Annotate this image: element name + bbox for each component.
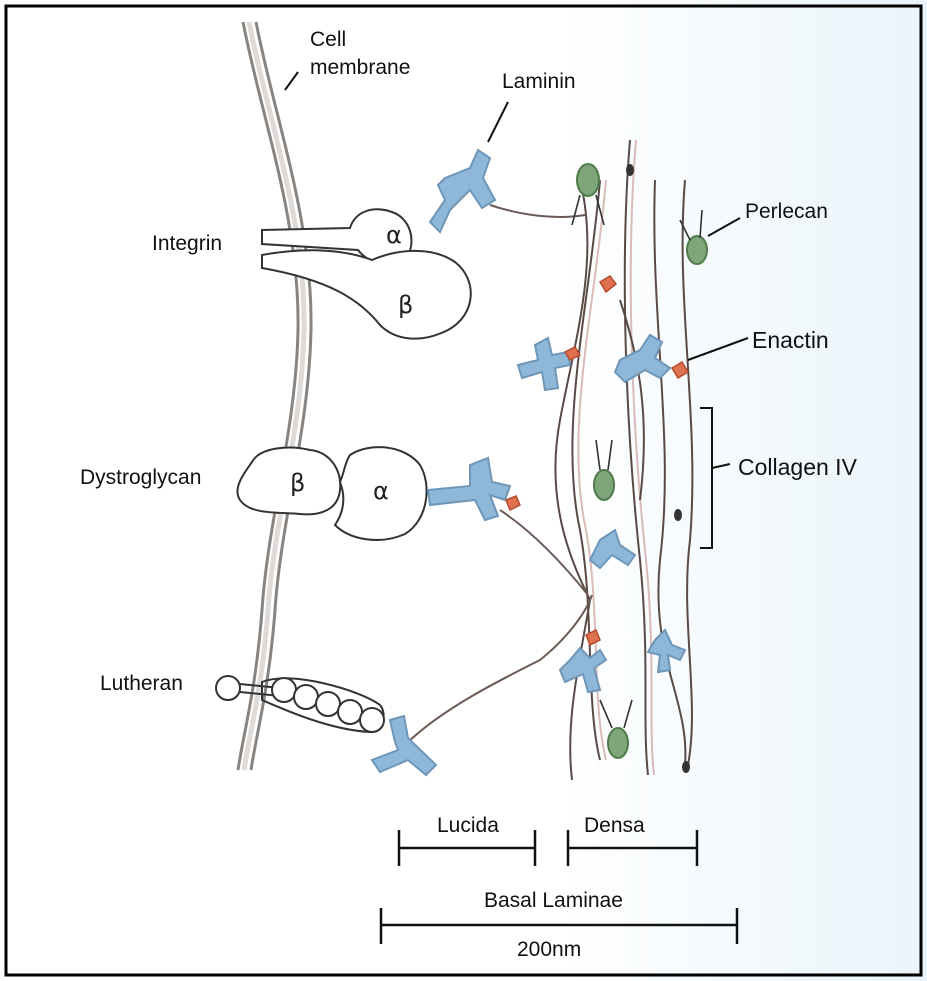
integrin-alpha-glyph: α bbox=[386, 222, 402, 250]
label-lutheran: Lutheran bbox=[100, 672, 183, 696]
label-cell-membrane-line2: membrane bbox=[310, 56, 410, 80]
label-scale-200nm: 200nm bbox=[517, 938, 581, 962]
dystroglycan-alpha-glyph: α bbox=[373, 478, 389, 506]
label-cell-membrane-line1: Cell bbox=[310, 28, 346, 52]
dystroglycan-beta-glyph: β bbox=[290, 470, 305, 498]
perlecan-1 bbox=[577, 164, 599, 196]
integrin-beta-glyph: β bbox=[398, 292, 413, 320]
label-integrin: Integrin bbox=[152, 232, 222, 256]
label-perlecan: Perlecan bbox=[745, 200, 828, 224]
label-densa: Densa bbox=[584, 814, 645, 838]
label-basal-laminae: Basal Laminae bbox=[484, 889, 623, 913]
label-dystroglycan: Dystroglycan bbox=[80, 466, 201, 490]
label-laminin: Laminin bbox=[502, 70, 576, 94]
label-collagen-iv: Collagen IV bbox=[738, 454, 857, 480]
label-enactin: Enactin bbox=[752, 327, 829, 353]
label-lucida: Lucida bbox=[437, 814, 499, 838]
perlecan-labeled bbox=[687, 236, 707, 264]
